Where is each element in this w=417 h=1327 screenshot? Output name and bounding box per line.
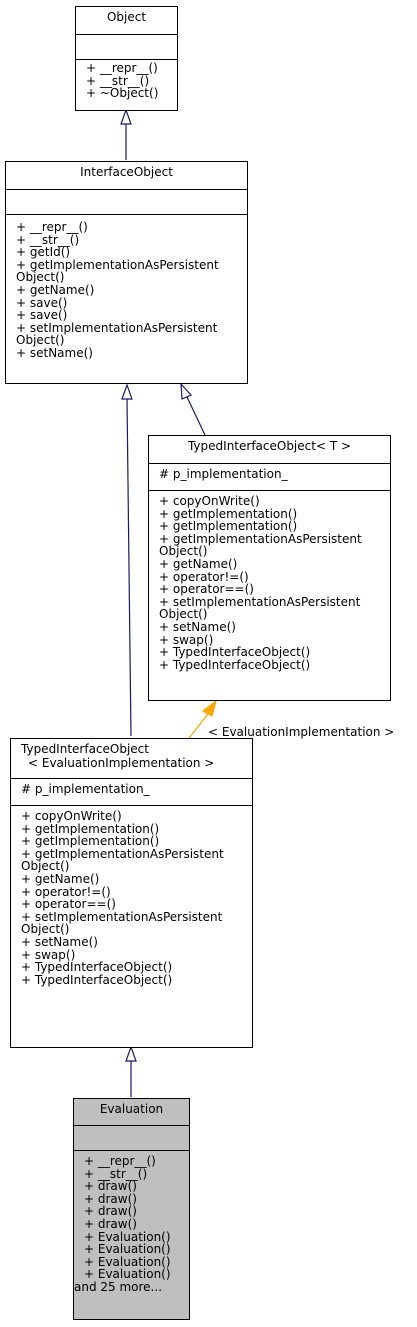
edge-template-instantiation (188, 713, 209, 739)
method: + swap() (21, 947, 76, 962)
name-line-1: TypedInterfaceObject (21, 742, 149, 756)
method: + ~Object() (86, 86, 159, 101)
method: + draw() (84, 1204, 137, 1219)
method: + operator!=() (159, 569, 249, 584)
method: + getImplementationAsPersistent (16, 257, 219, 272)
class-object-methods: + __repr__() + __str__() + ~Object() (76, 59, 177, 102)
method: + getImplementation() (159, 506, 298, 521)
method: + getName() (16, 282, 95, 297)
class-typedinterfaceobject-evaluation-name: TypedInterfaceObject < EvaluationImpleme… (11, 739, 252, 778)
method: + draw() (84, 1179, 137, 1194)
class-interfaceobject[interactable]: InterfaceObject + __repr__() + __str__()… (5, 161, 248, 384)
method: Object() (16, 270, 65, 285)
class-evaluation-name: Evaluation (99, 1102, 164, 1116)
method: Object() (21, 859, 70, 874)
method: + draw() (84, 1191, 137, 1206)
method: + getImplementation() (21, 834, 160, 849)
method: + TypedInterfaceObject() (159, 657, 311, 672)
template-argument-label: < EvaluationImplementation > (208, 725, 395, 739)
class-object-name: Object (106, 10, 147, 24)
method: + __str__() (16, 232, 80, 247)
method: + __repr__() (84, 1154, 156, 1168)
method: + save() (16, 295, 68, 310)
method: + setName() (16, 345, 93, 360)
method: + __repr__() (86, 61, 158, 75)
method: + getImplementation() (21, 821, 160, 836)
name-line-2: < EvaluationImplementation > (28, 756, 215, 770)
class-typedinterfaceobject-evaluation-methods: + copyOnWrite() + getImplementation() + … (11, 805, 252, 988)
method: + __str__() (86, 73, 150, 88)
method: + getImplementationAsPersistent (159, 531, 362, 546)
method: + Evaluation() (84, 1267, 171, 1282)
method: + setImplementationAsPersistent (159, 594, 361, 609)
class-typedinterfaceobject-evaluation-attributes: # p_implementation_ (11, 778, 252, 805)
class-interfaceobject-attributes (6, 189, 247, 214)
class-interfaceobject-methods: + __repr__() + __str__() + getId() + get… (6, 214, 247, 362)
method: + getImplementation() (159, 519, 298, 534)
method: Object() (159, 544, 208, 559)
method: Object() (21, 922, 70, 937)
more-members-link[interactable]: and 25 more... (74, 1279, 163, 1294)
class-object-attributes (76, 34, 177, 59)
arrowhead-object (120, 108, 132, 125)
class-typedinterfaceobject-evaluation[interactable]: TypedInterfaceObject < EvaluationImpleme… (10, 738, 253, 1048)
method: Object() (16, 333, 65, 348)
arrowhead-template (201, 699, 218, 717)
method: + save() (16, 308, 68, 323)
method: + operator==() (21, 897, 116, 912)
method: + setImplementationAsPersistent (21, 909, 223, 924)
class-evaluation-methods: + __repr__() + __str__() + draw() + draw… (74, 1150, 189, 1296)
method: + setImplementationAsPersistent (16, 320, 218, 335)
edge-typedt-to-interfaceobject (186, 396, 206, 436)
class-evaluation-attributes (74, 1125, 189, 1150)
class-evaluation[interactable]: Evaluation + __repr__() + __str__() + dr… (73, 1098, 190, 1320)
method: + Evaluation() (84, 1254, 171, 1269)
method: + __repr__() (16, 220, 88, 234)
method: + draw() (84, 1216, 137, 1231)
method: + getImplementationAsPersistent (21, 846, 224, 861)
method: + swap() (159, 632, 214, 647)
method: + copyOnWrite() (21, 809, 122, 823)
arrowhead-typedeval (125, 1045, 137, 1062)
attribute: # p_implementation_ (21, 782, 150, 796)
method: + TypedInterfaceObject() (21, 972, 173, 987)
class-typedinterfaceobject-t-methods: + copyOnWrite() + getImplementation() + … (149, 490, 390, 673)
method: + setName() (21, 934, 98, 949)
class-interfaceobject-name: InterfaceObject (80, 165, 173, 179)
method: + getName() (159, 556, 238, 571)
class-typedinterfaceobject-t-name: TypedInterfaceObject< T > (187, 439, 352, 453)
arrowhead-interfaceobject-2 (180, 382, 193, 400)
class-typedinterfaceobject-t[interactable]: TypedInterfaceObject< T > # p_implementa… (148, 435, 391, 701)
class-typedinterfaceobject-t-attributes: # p_implementation_ (149, 463, 390, 490)
method: + TypedInterfaceObject() (21, 960, 173, 975)
attribute: # p_implementation_ (159, 467, 288, 481)
method: + setName() (159, 619, 236, 634)
method: + __str__() (84, 1166, 148, 1181)
method: + TypedInterfaceObject() (159, 645, 311, 660)
method: + operator==() (159, 582, 254, 597)
arrowhead-interfaceobject-1 (121, 383, 133, 400)
method: + getId() (16, 245, 71, 260)
method: + getName() (21, 871, 100, 886)
method: + Evaluation() (84, 1229, 171, 1244)
class-object[interactable]: Object + __repr__() + __str__() + ~Objec… (75, 6, 178, 111)
method: + Evaluation() (84, 1242, 171, 1257)
edge-typedeval-to-interfaceobject (126, 398, 132, 737)
method: Object() (159, 607, 208, 622)
method: + operator!=() (21, 884, 111, 899)
method: + copyOnWrite() (159, 494, 260, 508)
